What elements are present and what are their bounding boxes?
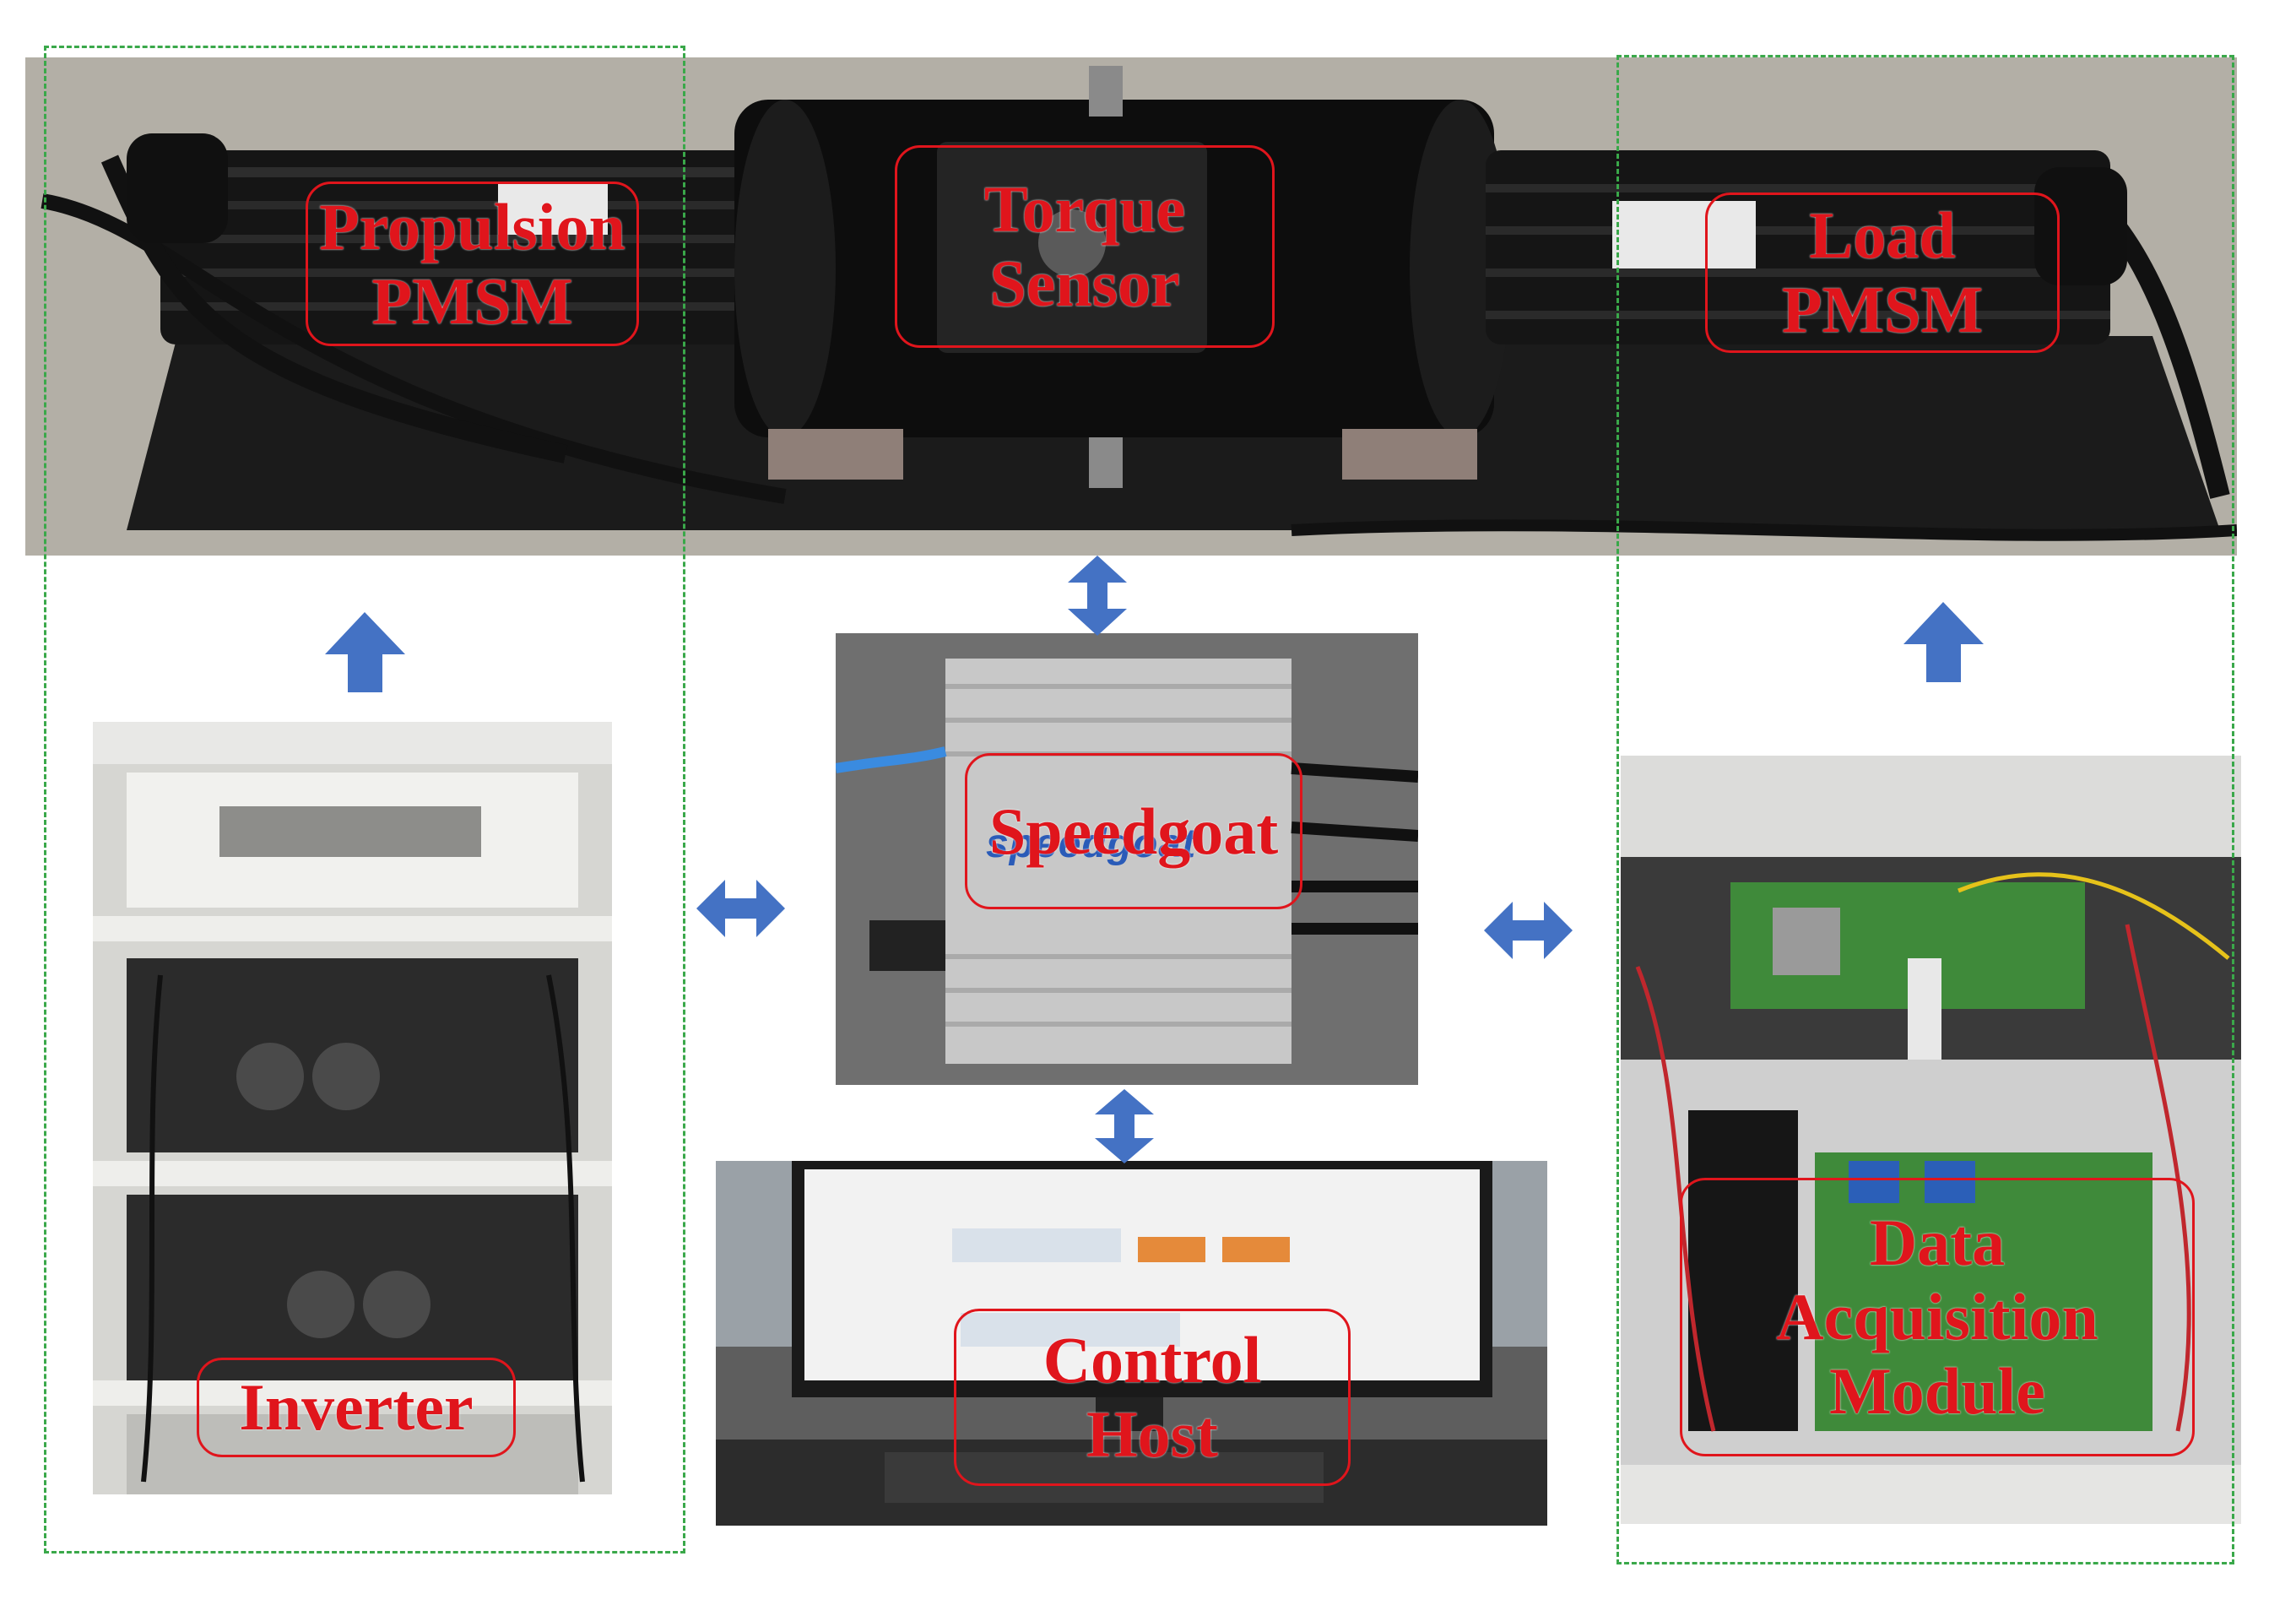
load-pmsm-label: Load PMSM <box>1705 192 2060 353</box>
double-vertical-arrow-icon <box>1068 556 1127 636</box>
load-pmsm-line-2: PMSM <box>1781 273 1984 346</box>
data-acquisition-line-1: Data <box>1869 1206 2006 1279</box>
data-acquisition-line-2: Acquisition <box>1776 1280 2098 1353</box>
speedgoat-line-1: Speedgoat <box>988 794 1279 868</box>
torque-sensor-line-1: Torque <box>983 172 1186 246</box>
torque-sensor-label: Torque Sensor <box>895 145 1275 348</box>
data-acquisition-module-label: Data Acquisition Module <box>1680 1178 2195 1456</box>
control-host-line-1: Control <box>1042 1323 1262 1396</box>
propulsion-pmsm-line-2: PMSM <box>371 263 573 338</box>
propulsion-pmsm-line-1: Propulsion <box>319 189 625 263</box>
up-arrow-icon <box>325 612 405 692</box>
propulsion-group-dashed-box <box>44 46 685 1553</box>
control-host-line-2: Host <box>1086 1397 1218 1471</box>
data-acquisition-line-3: Module <box>1829 1354 2045 1428</box>
speedgoat-brand-text: speedgoat <box>986 821 1197 866</box>
propulsion-pmsm-label: Propulsion PMSM <box>306 182 639 346</box>
motor-bench-photo <box>25 57 2237 556</box>
load-pmsm-line-1: Load <box>1809 198 1956 272</box>
double-vertical-arrow-icon <box>1095 1089 1154 1163</box>
up-arrow-icon <box>1903 602 1984 682</box>
inverter-line-1: Inverter <box>239 1370 474 1444</box>
speedgoat-photo <box>836 633 1418 1085</box>
double-horizontal-arrow-icon <box>696 880 785 937</box>
control-host-label: Control Host <box>954 1309 1351 1486</box>
double-horizontal-arrow-icon <box>1484 902 1573 959</box>
control-host-photo <box>716 1161 1547 1526</box>
inverter-label: Inverter <box>197 1358 516 1457</box>
speedgoat-label: Speedgoat <box>965 753 1302 909</box>
inverter-cabinet-photo <box>93 722 612 1494</box>
data-acquisition-photo <box>1621 756 2241 1524</box>
load-group-dashed-box <box>1616 55 2234 1564</box>
torque-sensor-line-2: Sensor <box>989 247 1180 320</box>
